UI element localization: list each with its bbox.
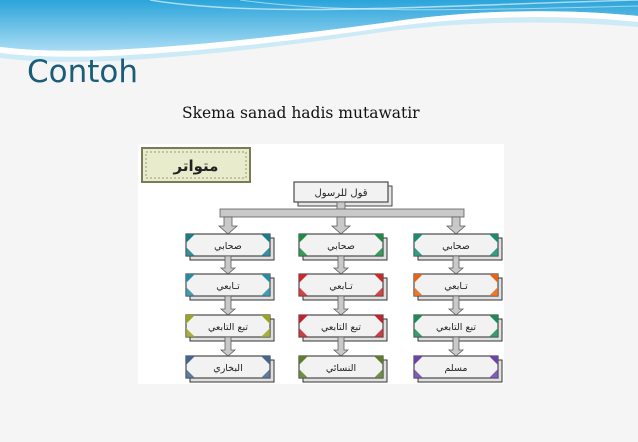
down-arrow	[447, 295, 465, 316]
narrator-box: البخاري	[185, 355, 275, 383]
diagram-panel: متواتر قول للرسول صحابي تـابعي تبع التابعي…	[138, 144, 504, 384]
narrator-label: البخاري	[213, 363, 242, 374]
root-node: قول للرسول	[293, 181, 393, 207]
narrator-label: تبع التابعي	[321, 322, 361, 333]
root-label: قول للرسول	[314, 188, 367, 199]
narrator-label: صحابي	[214, 241, 242, 252]
down-arrow	[447, 336, 465, 357]
down-arrow	[219, 336, 237, 357]
narrator-label: مسلم	[444, 363, 467, 374]
sanad-diagram: متواتر قول للرسول صحابي تـابعي تبع التابعي…	[141, 147, 503, 383]
column-1: صحابي تـابعي تبع التابعي البخاري	[185, 233, 275, 383]
narrator-label: تبع التابعي	[208, 322, 248, 333]
slide-subtitle: Skema sanad hadis mutawatir	[182, 104, 420, 122]
narrator-box: تـابعي	[298, 273, 388, 301]
connector-arrows	[217, 201, 467, 235]
narrator-label: صحابي	[327, 241, 355, 252]
down-arrow	[219, 255, 237, 275]
narrator-label: تبع التابعي	[436, 322, 476, 333]
narrator-box: تـابعي	[413, 273, 503, 301]
slide-title: Contoh	[27, 54, 139, 90]
narrator-box: تـابعي	[185, 273, 275, 301]
heading-badge: متواتر	[141, 147, 251, 183]
down-arrow	[332, 255, 350, 275]
down-arrow	[332, 295, 350, 316]
narrator-box: صحابي	[413, 233, 503, 261]
heading-label: متواتر	[173, 157, 219, 175]
narrator-label: تـابعي	[329, 281, 353, 292]
narrator-box: النسائي	[298, 355, 388, 383]
narrator-box: تبع التابعي	[298, 314, 388, 342]
narrator-label: تـابعي	[444, 281, 468, 292]
column-3: صحابي تـابعي تبع التابعي مسلم	[413, 233, 503, 383]
narrator-label: تـابعي	[216, 281, 240, 292]
narrator-box: تبع التابعي	[413, 314, 503, 342]
narrator-label: صحابي	[442, 241, 470, 252]
down-arrow	[219, 295, 237, 316]
narrator-label: النسائي	[326, 363, 356, 374]
column-2: صحابي تـابعي تبع التابعي النسائي	[298, 233, 388, 383]
narrator-box: صحابي	[185, 233, 275, 261]
header-wave-decoration	[0, 0, 638, 62]
down-arrow	[332, 336, 350, 357]
down-arrow	[447, 255, 465, 275]
narrator-box: مسلم	[413, 355, 503, 383]
columns-layer: صحابي تـابعي تبع التابعي البخاري صحابي تـابعي…	[185, 233, 503, 383]
